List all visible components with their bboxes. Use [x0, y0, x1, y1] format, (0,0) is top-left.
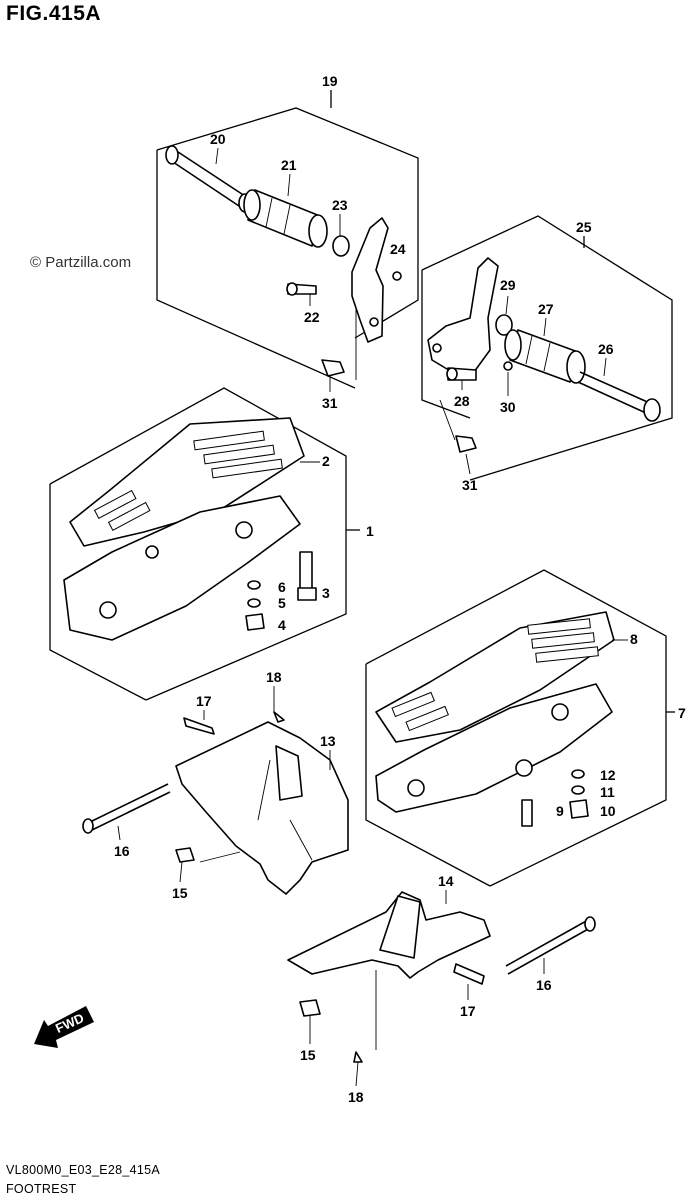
callout-20: 20: [210, 131, 226, 147]
callout-23: 23: [332, 197, 348, 213]
callout-27: 27: [538, 301, 554, 317]
floorboard-right: [375, 611, 615, 827]
group-25-outline: [421, 215, 673, 481]
callout-4: 4: [278, 617, 286, 633]
callout-22: 22: [304, 309, 320, 325]
callout-16-right: 16: [536, 977, 552, 993]
callout-29: 29: [500, 277, 516, 293]
diagram-subtitle: FOOTREST: [6, 1182, 77, 1196]
bracket-left: [82, 711, 349, 895]
callout-8: 8: [630, 631, 638, 647]
fwd-arrow-icon: FWD: [34, 1006, 94, 1048]
callout-31-upper: 31: [322, 395, 338, 411]
callout-6: 6: [278, 579, 286, 595]
footpeg-rear-left: [165, 145, 402, 377]
callout-18-lower: 18: [348, 1089, 364, 1105]
callout-7: 7: [678, 705, 686, 721]
figure-title: FIG.415A: [6, 2, 102, 25]
callout-14: 14: [438, 873, 454, 889]
callout-25: 25: [576, 219, 592, 235]
callout-3: 3: [322, 585, 330, 601]
callout-28: 28: [454, 393, 470, 409]
group-19-outline: [156, 90, 419, 389]
callout-9: 9: [556, 803, 564, 819]
callout-5: 5: [278, 595, 286, 611]
callout-10: 10: [600, 803, 616, 819]
diagram-code: VL800M0_E03_E28_415A: [6, 1163, 161, 1177]
group-7-outline: [365, 569, 675, 887]
callout-17-upper: 17: [196, 693, 212, 709]
callout-2: 2: [322, 453, 330, 469]
callout-1: 1: [366, 523, 374, 539]
callout-12: 12: [600, 767, 616, 783]
group-1-outline: [49, 387, 360, 701]
callout-15-upper: 15: [172, 885, 188, 901]
callout-26: 26: [598, 341, 614, 357]
callout-30: 30: [500, 399, 516, 415]
floorboard-left: [63, 417, 317, 641]
callout-18-upper: 18: [266, 669, 282, 685]
callout-13: 13: [320, 733, 336, 749]
callout-19: 19: [322, 73, 338, 89]
callout-15-lower: 15: [300, 1047, 316, 1063]
callout-labels: 19 20 21 23 24 22 31 25 29 27 26 28 30 3…: [114, 73, 686, 1105]
watermark: © Partzilla.com: [30, 254, 132, 271]
callout-21: 21: [281, 157, 297, 173]
callout-17-lower: 17: [460, 1003, 476, 1019]
leader-lines: [117, 147, 628, 1087]
footpeg-rear-right: [427, 257, 661, 453]
callout-11: 11: [600, 784, 615, 800]
callout-31-lower: 31: [462, 477, 478, 493]
callout-24: 24: [390, 241, 406, 257]
callout-16-left: 16: [114, 843, 130, 859]
bracket-right: [287, 891, 596, 1063]
